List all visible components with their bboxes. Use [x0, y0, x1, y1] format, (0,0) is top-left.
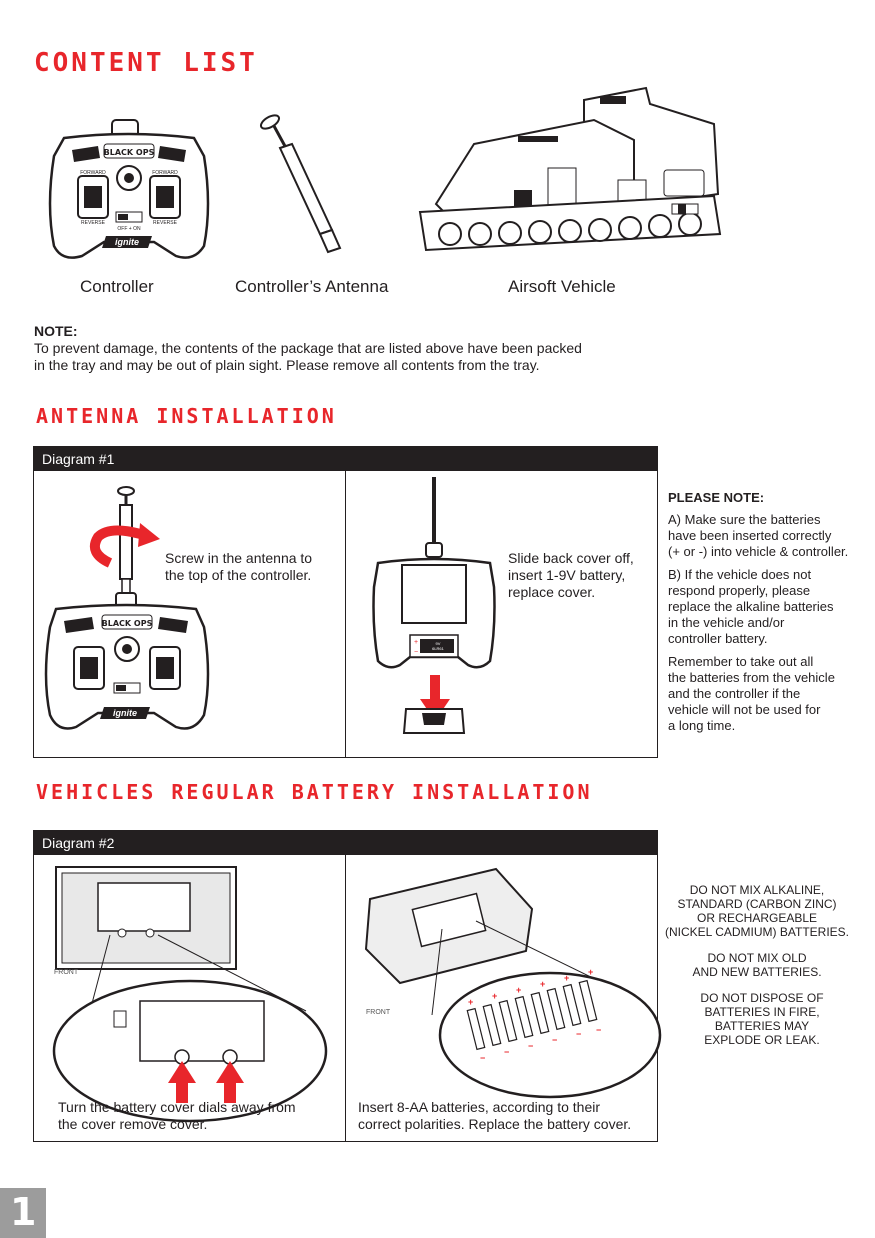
cover-dial-caption-line-2: the cover remove cover.	[58, 1116, 208, 1132]
svg-text:−: −	[480, 1053, 485, 1063]
front-label-left: FRONT	[54, 969, 79, 976]
svg-text:+: +	[414, 639, 418, 646]
svg-text:+: +	[492, 991, 497, 1001]
svg-text:−: −	[528, 1041, 533, 1051]
svg-text:REVERSE: REVERSE	[153, 220, 178, 226]
controller-logo: ignite	[115, 237, 139, 247]
antenna-illustration	[259, 114, 342, 254]
svg-text:−: −	[596, 1025, 601, 1035]
please-note-block: PLEASE NOTE: A) Make sure the batteries …	[668, 490, 868, 734]
diagram-2-divider	[345, 855, 346, 1141]
battery-9v-caption-line-3: replace cover.	[508, 584, 596, 600]
diagram-2-header: Diagram #2	[34, 831, 657, 855]
controller-illustration: BLACK OPS FORWARD FORWARD REVERSE REVERS…	[48, 119, 210, 259]
controller-back-illustration: + − 9V 6LR61	[372, 477, 496, 734]
battery-compartment-illustration: + + + + + + − − − − − −	[364, 867, 662, 1099]
page-number-tab: 1	[0, 1188, 46, 1238]
svg-text:BLACK OPS: BLACK OPS	[102, 619, 153, 628]
diagram-1: Diagram #1 BLACK OPS ignite Screw in the…	[33, 446, 658, 758]
note-block: NOTE: To prevent damage, the contents of…	[34, 323, 582, 374]
svg-text:+: +	[564, 973, 569, 983]
svg-text:+: +	[516, 985, 521, 995]
please-note-c: Remember to take out all the batteries f…	[668, 654, 835, 733]
vehicle-caption: Airsoft Vehicle	[508, 277, 616, 296]
antenna-screw-caption: Screw in the antenna to the top of the c…	[165, 550, 312, 584]
aa-battery-caption: Insert 8-AA batteries, according to thei…	[358, 1099, 631, 1133]
note-heading: NOTE:	[34, 323, 78, 339]
warning-old-new: DO NOT MIX OLD AND NEW BATTERIES.	[692, 951, 822, 979]
aa-battery-caption-line-2: correct polarities. Replace the battery …	[358, 1116, 632, 1132]
svg-text:FORWARD: FORWARD	[80, 170, 106, 176]
battery-9v-caption-line-2: insert 1-9V battery,	[508, 567, 626, 583]
cover-dial-caption: Turn the battery cover dials away from t…	[58, 1099, 296, 1133]
svg-text:−: −	[576, 1029, 581, 1039]
please-note-a: A) Make sure the batteries have been ins…	[668, 512, 849, 559]
svg-text:FORWARD: FORWARD	[152, 170, 178, 176]
diagram-1-divider	[345, 471, 346, 757]
note-line-2: in the tray and may be out of plain sigh…	[34, 357, 540, 373]
battery-9v-caption: Slide back cover off, insert 1-9V batter…	[508, 550, 634, 601]
antenna-screw-illustration: BLACK OPS ignite	[44, 486, 210, 730]
svg-text:6LR61: 6LR61	[432, 646, 445, 651]
svg-text:−: −	[504, 1047, 509, 1057]
svg-text:−: −	[552, 1035, 557, 1045]
svg-text:+: +	[540, 979, 545, 989]
warning-fire: DO NOT DISPOSE OF BATTERIES IN FIRE, BAT…	[700, 991, 824, 1047]
svg-text:+: +	[468, 997, 473, 1007]
content-list-title: CONTENT LIST	[34, 48, 258, 78]
svg-text:+: +	[588, 967, 593, 977]
cover-dial-caption-line-1: Turn the battery cover dials away from	[58, 1099, 296, 1115]
svg-text:−: −	[414, 649, 418, 656]
aa-battery-caption-line-1: Insert 8-AA batteries, according to thei…	[358, 1099, 601, 1115]
antenna-caption: Controller’s Antenna	[235, 277, 389, 296]
svg-text:9V: 9V	[436, 641, 441, 646]
diagram-1-header: Diagram #1	[34, 447, 657, 471]
please-note-b: B) If the vehicle does not respond prope…	[668, 567, 834, 646]
note-line-1: To prevent damage, the contents of the p…	[34, 340, 582, 356]
svg-text:REVERSE: REVERSE	[81, 220, 106, 226]
diagram-2: Diagram #2 FRONT Turn the battery cover …	[33, 830, 662, 1142]
please-note-heading: PLEASE NOTE:	[668, 490, 765, 505]
page-number: 1	[10, 1190, 37, 1234]
battery-installation-title: VEHICLES REGULAR BATTERY INSTALLATION	[36, 780, 593, 804]
controller-brand: BLACK OPS	[104, 148, 155, 157]
battery-9v-caption-line-1: Slide back cover off,	[508, 550, 634, 566]
antenna-screw-caption-line-1: Screw in the antenna to	[165, 550, 313, 566]
svg-text:ignite: ignite	[113, 708, 137, 718]
controller-caption: Controller	[80, 277, 154, 296]
svg-text:OFF + ON: OFF + ON	[117, 226, 141, 232]
airsoft-vehicle-illustration	[418, 86, 722, 252]
antenna-installation-title: ANTENNA INSTALLATION	[36, 404, 337, 428]
front-label-right: FRONT	[366, 1009, 391, 1016]
vehicle-underside-illustration	[52, 866, 328, 1123]
antenna-screw-caption-line-2: the top of the controller.	[165, 567, 312, 583]
warning-mix-types: DO NOT MIX ALKALINE, STANDARD (CARBON ZI…	[664, 883, 849, 939]
